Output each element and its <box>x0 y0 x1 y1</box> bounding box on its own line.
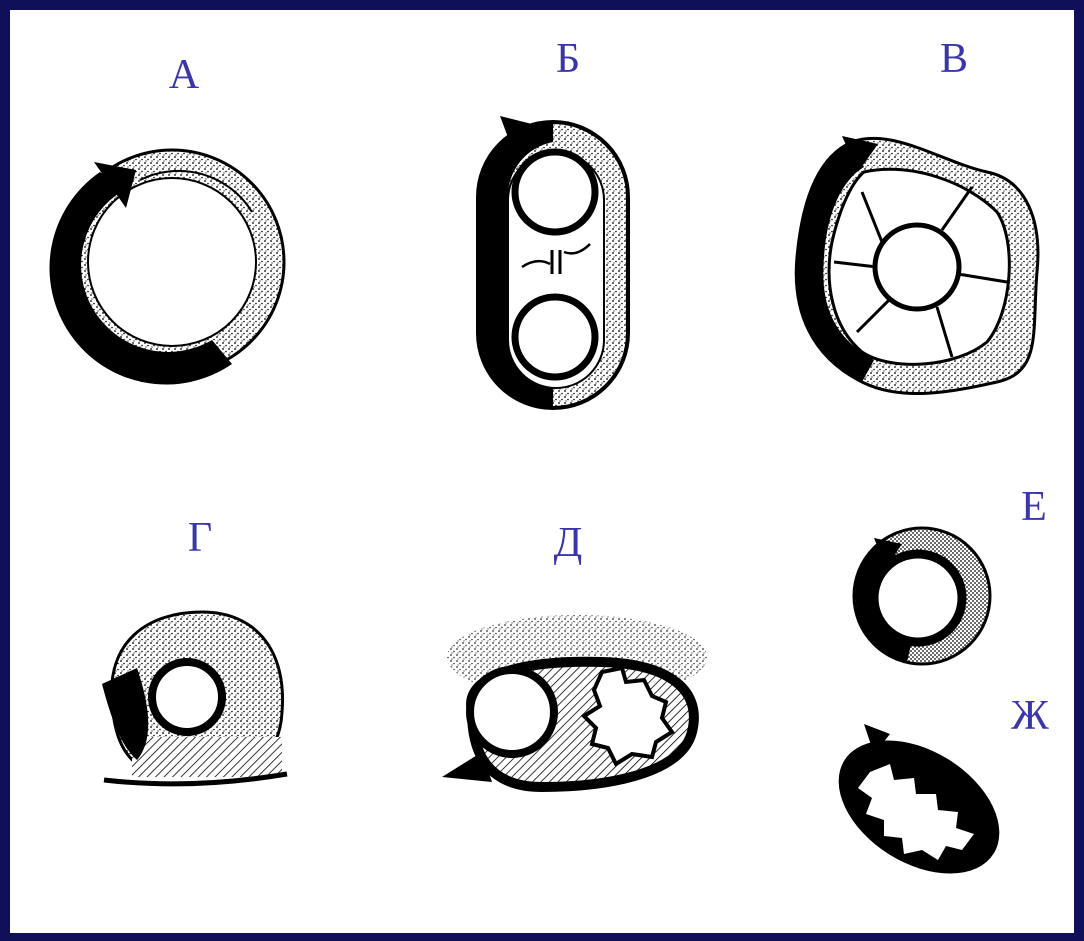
figure-d-ellipse <box>442 615 707 787</box>
diagram-frame: А Б В Г Д Е Ж <box>10 10 1074 933</box>
label-a: А <box>169 54 199 96</box>
label-d: Д <box>554 522 583 564</box>
figure-g-ring <box>102 612 287 784</box>
figure-b-capsule <box>478 116 628 408</box>
figure-e-ring <box>854 528 990 664</box>
figure-v-spiral <box>796 136 1038 394</box>
label-g: Г <box>188 517 212 559</box>
label-b: Б <box>556 38 580 80</box>
label-zh: Ж <box>1011 695 1049 737</box>
figure-a-ring <box>50 150 284 384</box>
diagram-canvas <box>12 12 1072 931</box>
label-v: В <box>940 38 968 80</box>
figure-zh-oval <box>815 713 1024 901</box>
label-e: Е <box>1021 486 1047 528</box>
